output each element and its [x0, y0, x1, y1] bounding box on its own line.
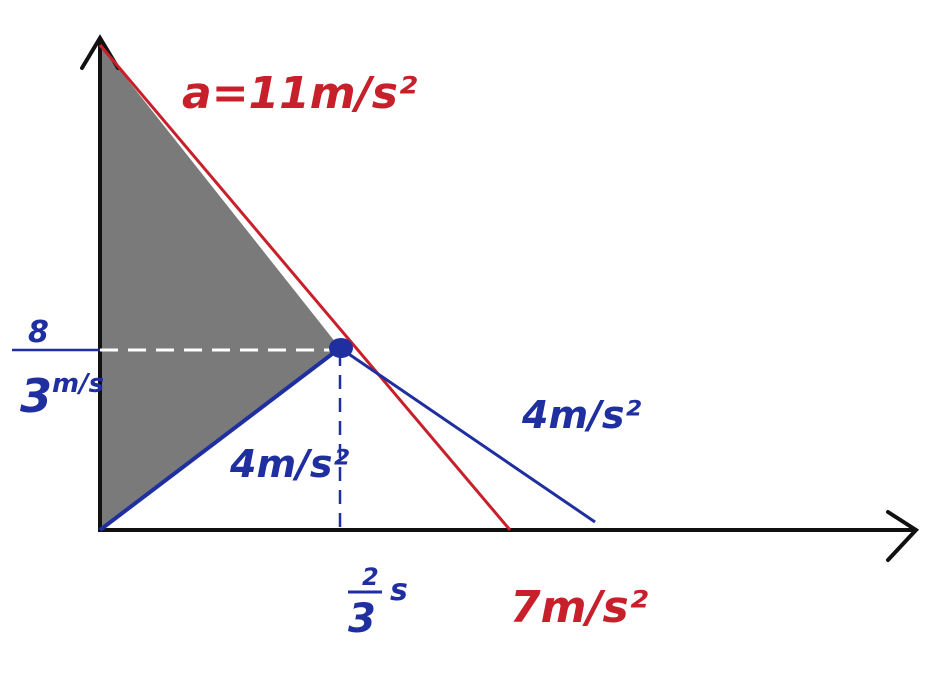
velocity-numerator: 8 — [28, 315, 49, 350]
red-line — [98, 44, 512, 531]
shaded-area — [100, 45, 340, 530]
velocity-unit: m/s — [52, 369, 104, 399]
time-denominator: 3 — [348, 596, 376, 642]
time-unit: s — [390, 573, 408, 608]
label-accel-red-bottom: 7m/s² — [510, 582, 648, 633]
label-accel-blue-left: 4m/s² — [229, 442, 350, 486]
time-numerator: 2 — [362, 563, 379, 591]
blue-falling-line — [339, 346, 596, 524]
intersection-point — [329, 338, 353, 358]
label-accel-blue-right: 4m/s² — [521, 393, 642, 437]
x-axis-arrow — [886, 510, 920, 562]
velocity-denominator: 3 — [20, 369, 52, 423]
blue-rising-line — [98, 346, 342, 532]
label-accel-red-top: a=11m/s² — [182, 68, 417, 119]
